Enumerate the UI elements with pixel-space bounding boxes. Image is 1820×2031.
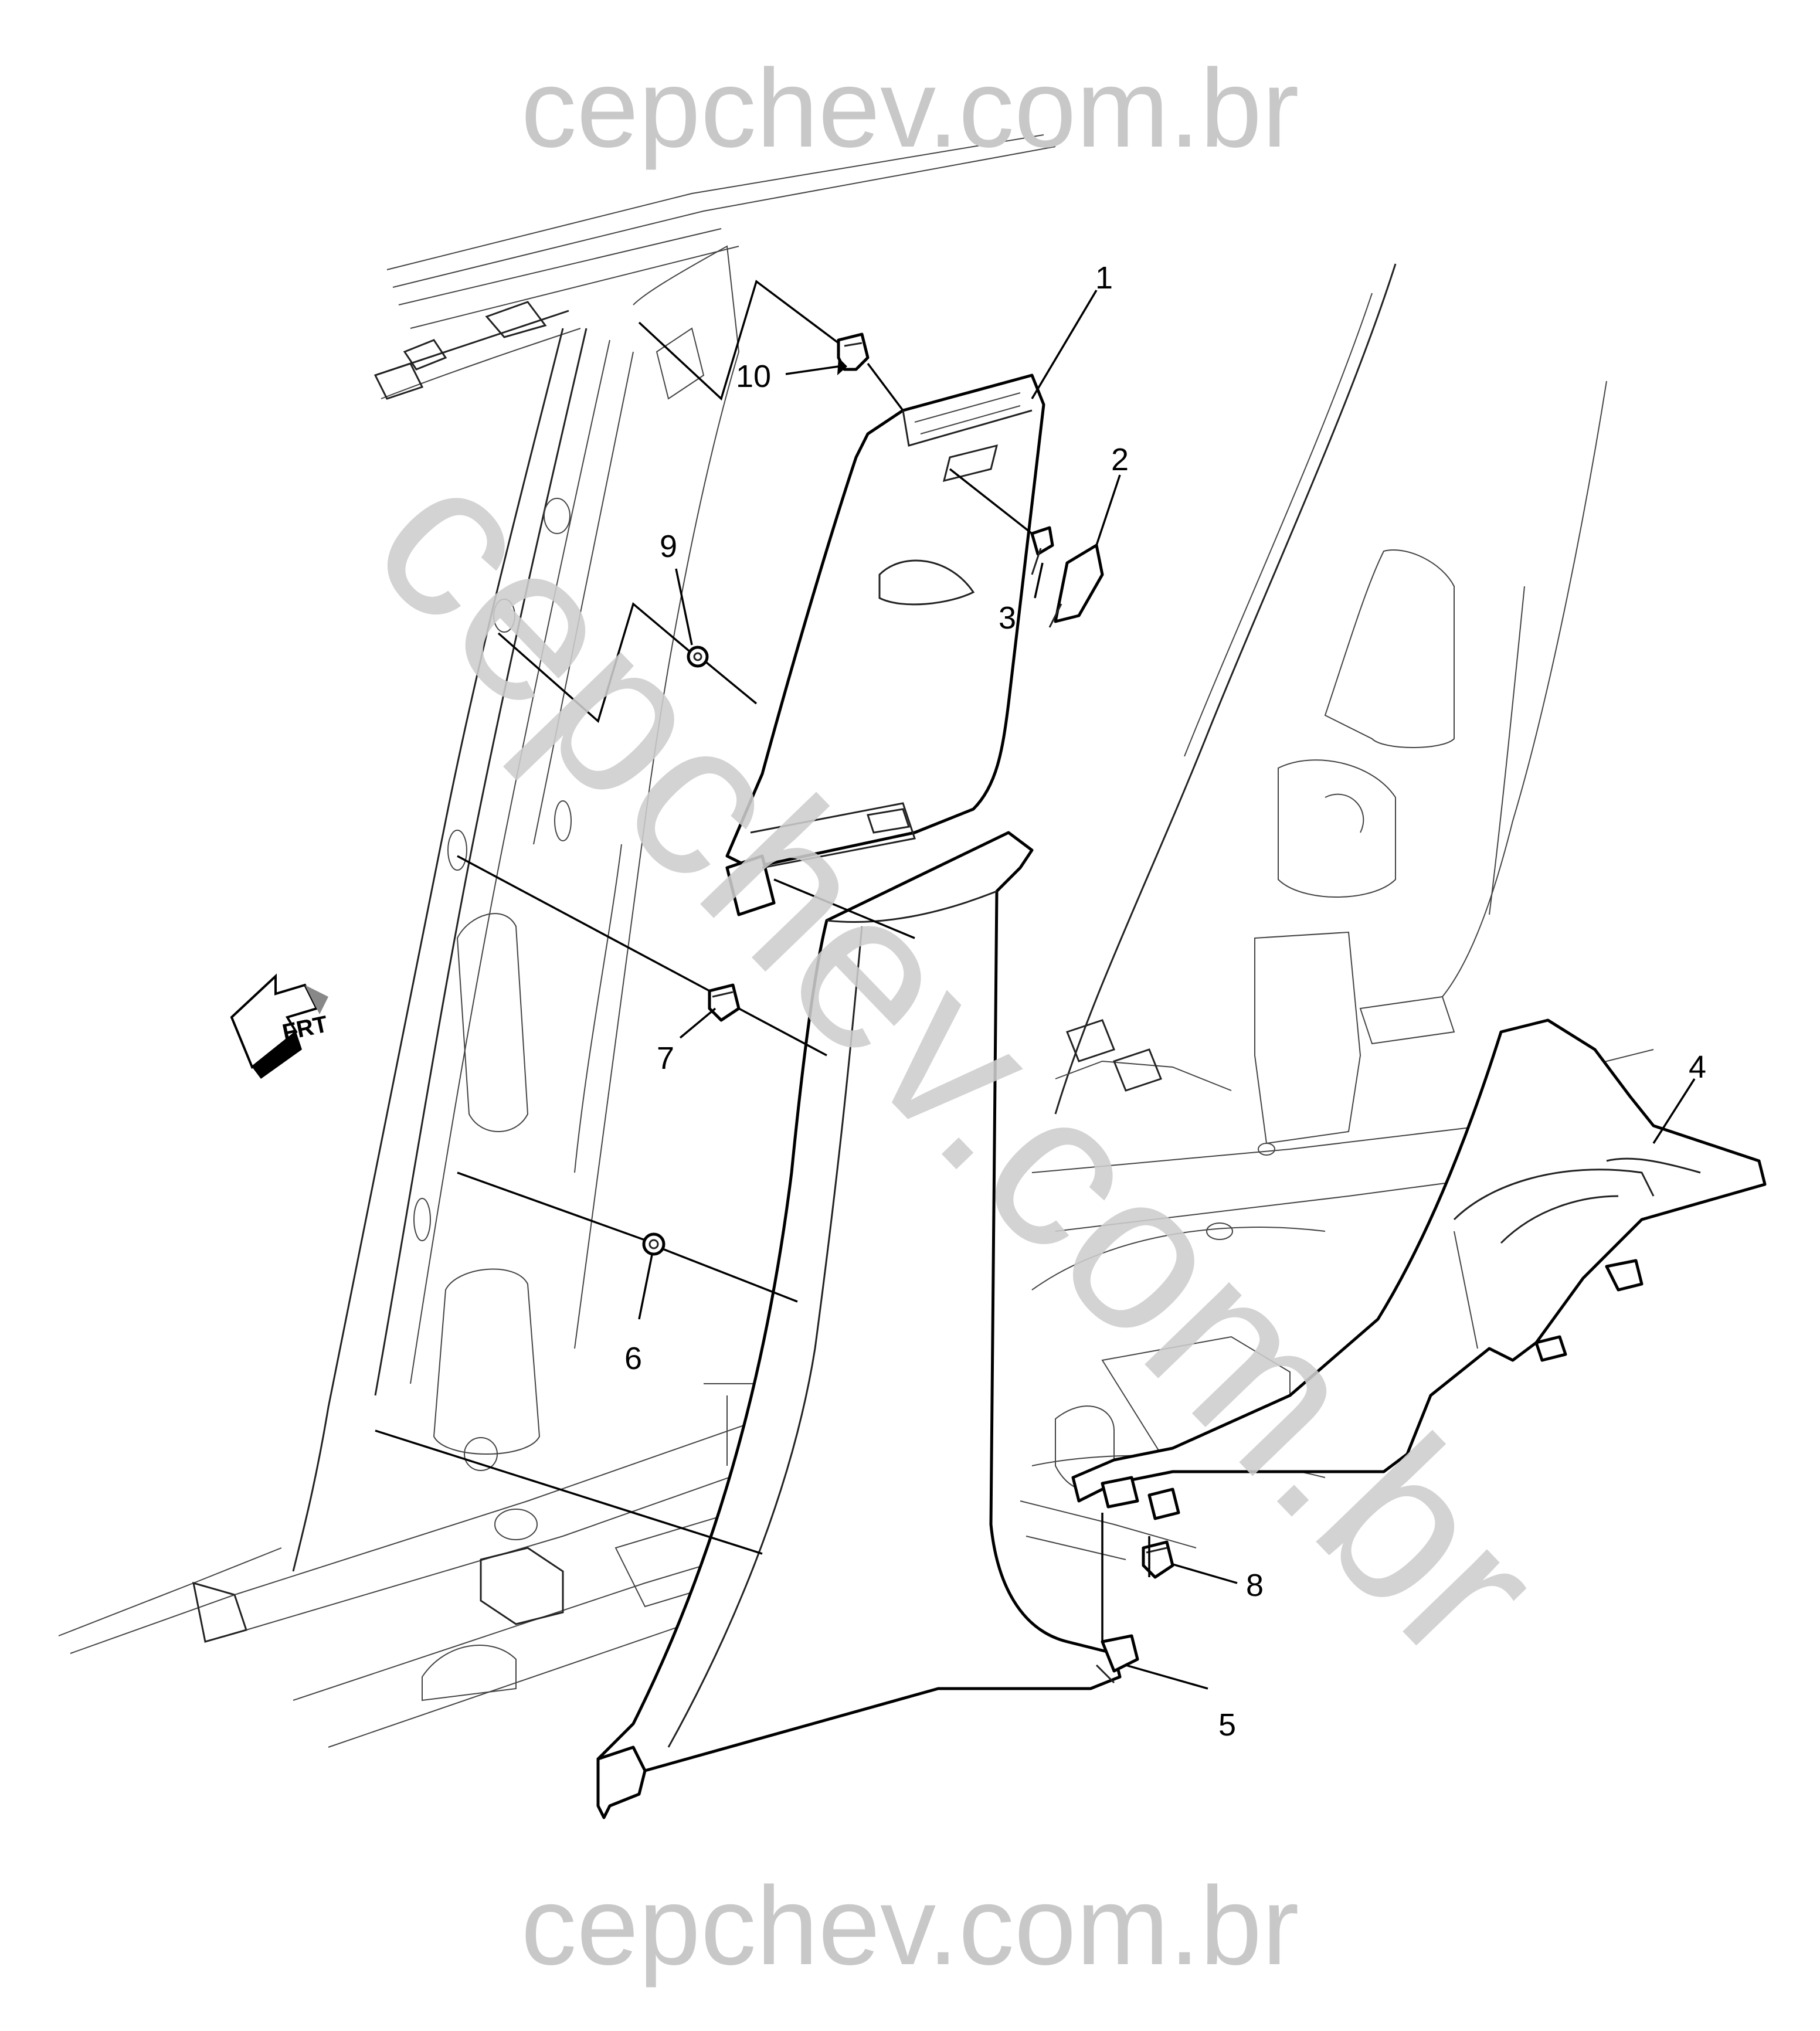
part-2-trim-cover (1048, 544, 1104, 628)
callout-2: 2 (1111, 442, 1129, 477)
callout-9: 9 (660, 529, 677, 564)
callout-3: 3 (999, 600, 1016, 636)
watermark-top: cepchev.com.br (521, 46, 1299, 171)
watermarks: cepchev.com.br cepchev.com.br cepchev.co… (327, 46, 1588, 1988)
part-7-clip (708, 983, 741, 1022)
callout-8: 8 (1246, 1568, 1264, 1603)
part-8-clip (1142, 1540, 1174, 1579)
part-3-screw (1030, 526, 1054, 575)
part-4-sill-trim-panel (1071, 1018, 1767, 1520)
part-1-upper-trim-panel (725, 373, 1045, 916)
callout-6: 6 (624, 1341, 642, 1376)
watermark-bottom: cepchev.com.br (521, 1864, 1299, 1988)
callout-10: 10 (736, 359, 771, 394)
front-direction-indicator: FRT (230, 973, 330, 1079)
callout-1: 1 (1095, 260, 1113, 296)
callout-7: 7 (657, 1041, 674, 1076)
assembly-guide-lines (375, 280, 1150, 1642)
vehicle-body-structure (58, 134, 1654, 1748)
callout-labels: 1 2 3 4 5 6 7 8 9 10 (624, 260, 1706, 1743)
callout-5: 5 (1218, 1707, 1236, 1743)
leader-lines (638, 290, 1696, 1690)
callout-4: 4 (1689, 1050, 1706, 1085)
part-6-fastener (642, 1232, 665, 1256)
part-9-fastener (687, 646, 709, 668)
part-5-lower-trim-panel (596, 831, 1139, 1819)
